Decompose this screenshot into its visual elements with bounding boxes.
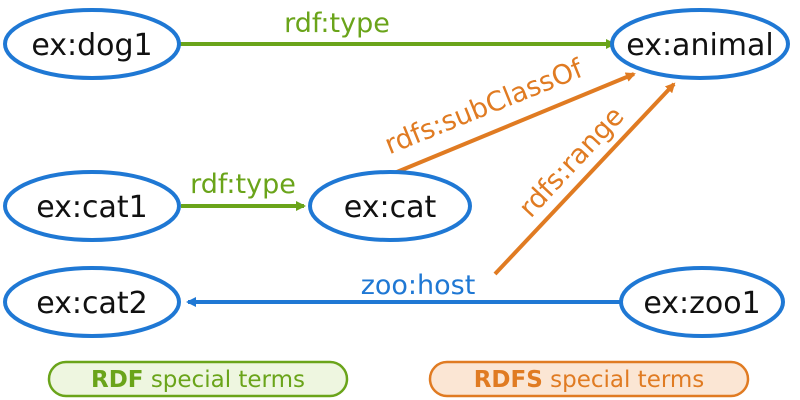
node-cat2: ex:cat2 <box>3 266 181 338</box>
edge-cat1-type-cat: rdf:type <box>181 169 306 211</box>
edge-dog1-type-animal: rdf:type <box>180 8 616 49</box>
node-label-cat1: ex:cat1 <box>36 190 148 225</box>
legend-rdf: RDF special terms <box>47 360 349 398</box>
node-ellipse <box>610 8 790 80</box>
legend-rdfs-text: RDFS special terms <box>474 367 705 393</box>
node-ellipse <box>3 8 181 80</box>
legend-rdfs-rest: special terms <box>543 367 704 393</box>
legend-rdfs: RDFS special terms <box>428 360 750 398</box>
legend-rdf-pill <box>47 360 349 398</box>
node-ellipse <box>3 266 181 338</box>
legend-rdf-rest: special terms <box>144 367 305 393</box>
edge-line <box>391 72 636 176</box>
node-animal: ex:animal <box>610 8 790 80</box>
node-label-cat2: ex:cat2 <box>36 286 148 321</box>
node-ellipse <box>3 170 181 242</box>
edge-label-rdfs-range: rdfs:range <box>513 101 630 224</box>
node-cat1: ex:cat1 <box>3 170 181 242</box>
node-cat: ex:cat <box>308 170 472 242</box>
node-label-animal: ex:animal <box>626 28 773 63</box>
edge-label-rdf-type: rdf:type <box>284 8 390 39</box>
legend-rdf-bold: RDF <box>91 367 144 393</box>
node-ellipse <box>619 266 785 338</box>
legend-rdfs-bold: RDFS <box>474 367 543 393</box>
node-label-cat: ex:cat <box>344 190 437 225</box>
legend-rdfs-pill <box>428 360 750 398</box>
edge-label-rdf-type: rdf:type <box>190 169 296 200</box>
node-zoo1: ex:zoo1 <box>619 266 785 338</box>
edge-line <box>493 82 676 276</box>
edge-host-range-animal: rdfs:range <box>493 82 676 276</box>
node-ellipse <box>308 170 472 242</box>
node-dog1: ex:dog1 <box>3 8 181 80</box>
edge-zoo1-host-cat2: zoo:host <box>186 270 620 307</box>
edge-label-zoo-host: zoo:host <box>361 270 476 301</box>
node-label-zoo1: ex:zoo1 <box>643 286 760 321</box>
node-label-dog1: ex:dog1 <box>31 28 152 63</box>
legend-rdf-text: RDF special terms <box>91 367 305 393</box>
